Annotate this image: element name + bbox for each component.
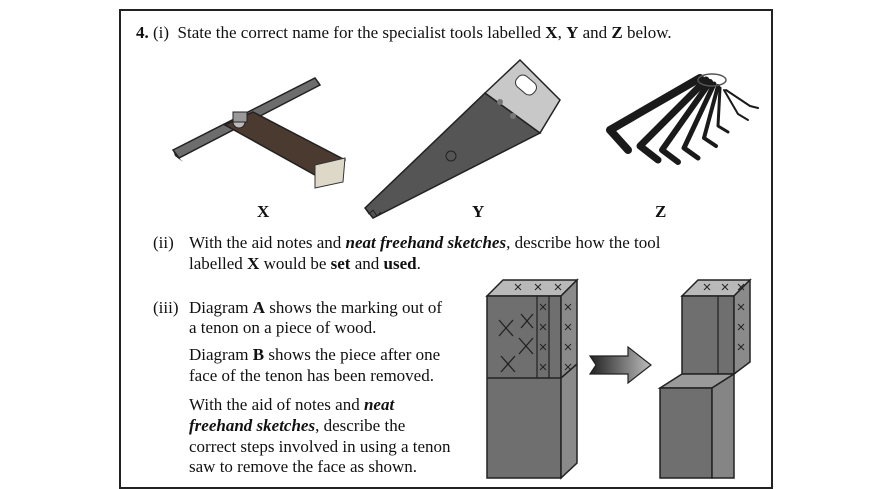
saw-image <box>363 58 561 219</box>
part-iii-p2-l2: face of the tenon has been removed. <box>189 366 434 385</box>
diagram-b-tenon-cut <box>657 278 752 479</box>
part-iii-p3-l4: saw to remove the face as shown. <box>189 457 418 476</box>
part-ii-l1b: neat freehand sketches <box>345 233 507 252</box>
part-i-x: X <box>545 23 558 42</box>
p1l1a: Diagram <box>189 298 253 317</box>
part-i-z: Z <box>611 23 623 42</box>
part-iii-p1-l1: Diagram A shows the marking out of <box>189 297 442 319</box>
tool-label-x: X <box>257 202 270 221</box>
part-ii-l2d: set <box>330 254 351 273</box>
tool-label-y: Y <box>472 202 485 221</box>
part-i-text: State the correct name for the specialis… <box>177 23 546 42</box>
diagram-a-tenon-marked <box>485 278 579 480</box>
part-ii-text-1: With the aid notes and neat freehand ske… <box>189 232 660 254</box>
tool-label-z: Z <box>655 202 667 221</box>
part-iii-label: (iii) <box>153 298 179 317</box>
p1l1c: shows the marking out of <box>265 298 443 317</box>
part-i-and: and <box>578 23 612 42</box>
part-iii-p2-l1: Diagram B shows the piece after one <box>189 344 440 366</box>
part-i-label: (i) <box>153 23 170 42</box>
part-ii-l2a: labelled <box>189 254 248 273</box>
part-ii-text-2: labelled X would be set and used. <box>189 253 421 275</box>
sliding-bevel-image <box>171 77 347 189</box>
p3l2b: , describe the <box>315 416 406 435</box>
part-iii-p3-l1: With the aid of notes and neat <box>189 394 394 416</box>
part-ii-l2c: would be <box>259 254 331 273</box>
part-ii-l2e: and <box>350 254 384 273</box>
part-iii-p3-l3: correct steps involved in using a tenon <box>189 437 451 456</box>
part-ii-l2b: X <box>247 254 260 273</box>
part-ii-label: (ii) <box>153 233 174 252</box>
part-ii-l2f: used <box>383 254 417 273</box>
p2l1c: shows the piece after one <box>264 345 441 364</box>
part-iii-p1-l2: a tenon on a piece of wood. <box>189 318 377 337</box>
part-ii-l1c: , describe how the tool <box>506 233 661 252</box>
p3l1a: With the aid of notes and <box>189 395 364 414</box>
p1l1b: A <box>252 298 266 317</box>
question-number: 4. <box>136 23 149 42</box>
part-ii-l1a: With the aid notes and <box>189 233 346 252</box>
part-iii-p3-l2: freehand sketches, describe the <box>189 415 405 437</box>
p2l1b: B <box>252 345 265 364</box>
p3l2a: freehand sketches <box>189 416 316 435</box>
part-i-y: Y <box>566 23 579 42</box>
part-i-tail: below. <box>622 23 672 42</box>
p3l1b: neat <box>363 395 395 414</box>
p2l1a: Diagram <box>189 345 253 364</box>
part-i-sep: , <box>557 23 567 42</box>
part-ii-l2g: . <box>416 254 421 273</box>
question-line-i: 4. (i) State the correct name for the sp… <box>136 22 672 44</box>
allen-keys-image <box>606 73 759 165</box>
transition-arrow <box>588 345 652 385</box>
part-ii-line-1: (ii) <box>153 232 174 254</box>
